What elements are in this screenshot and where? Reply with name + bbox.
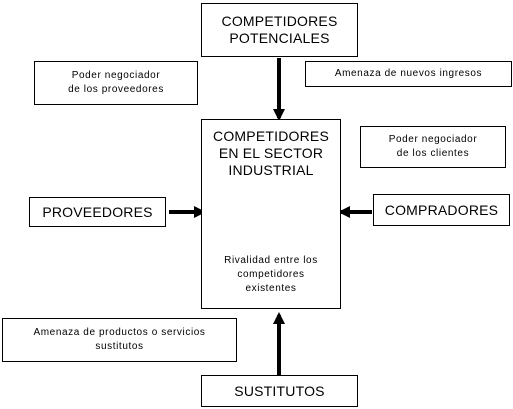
substitutes-label: SUSTITUTOS bbox=[234, 382, 325, 399]
industry-competitors-box: COMPETIDORES EN EL SECTOR INDUSTRIAL Riv… bbox=[201, 119, 341, 309]
buyer-power-label: Poder negociador de los clientes bbox=[388, 134, 478, 159]
rivalry-label: Rivalidad entre los competidores existen… bbox=[224, 255, 318, 294]
supplier-power-box: Poder negociador de los proveedores bbox=[34, 61, 198, 105]
new-entrants-threat-label: Amenaza de nuevos ingresos bbox=[334, 68, 483, 79]
buyers-label: COMPRADORES bbox=[384, 201, 499, 218]
industry-competitors-label: COMPETIDORES EN EL SECTOR INDUSTRIAL bbox=[213, 128, 329, 178]
suppliers-label: PROVEEDORES bbox=[42, 203, 153, 220]
substitutes-box: SUSTITUTOS bbox=[201, 375, 358, 407]
buyer-power-box: Poder negociador de los clientes bbox=[360, 126, 506, 168]
substitutes-threat-box: Amenaza de productos o servicios sustitu… bbox=[2, 318, 237, 362]
buyers-box: COMPRADORES bbox=[373, 194, 510, 226]
potential-competitors-label: COMPETIDORES POTENCIALES bbox=[221, 13, 338, 46]
substitutes-threat-label: Amenaza de productos o servicios sustitu… bbox=[33, 327, 206, 352]
suppliers-box: PROVEEDORES bbox=[29, 197, 166, 227]
supplier-power-label: Poder negociador de los proveedores bbox=[68, 70, 164, 95]
potential-competitors-box: COMPETIDORES POTENCIALES bbox=[201, 3, 358, 57]
new-entrants-threat-box: Amenaza de nuevos ingresos bbox=[305, 61, 512, 87]
